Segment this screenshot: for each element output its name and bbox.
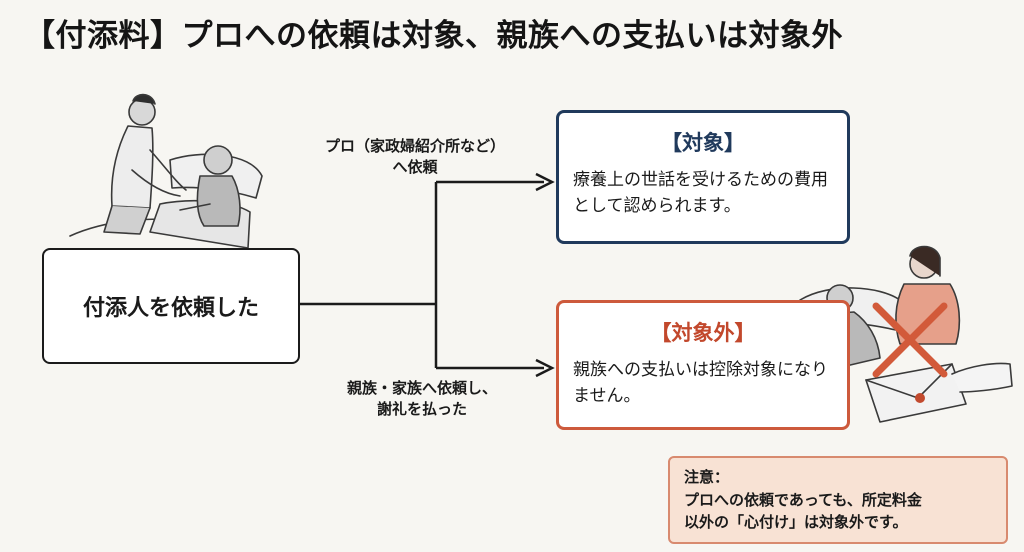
note-heading: 注意：: [684, 468, 730, 486]
branch-label-family-line1: 親族・家族へ依頼し、: [346, 379, 497, 397]
branch-label-professional-line1: プロ（家政婦紹介所など）: [324, 137, 505, 155]
note-box: 注意： プロへの依頼であっても、所定料金 以外の「心付け」は対象外です。: [668, 456, 1008, 544]
target-box: 【対象】 療養上の世話を受けるための費用として認められます。: [556, 110, 850, 244]
arrow-to-target-icon: [535, 172, 555, 192]
caregiver-illustration-icon: [69, 93, 263, 249]
branch-label-family: 親族・家族へ依頼し、 謝礼を払った: [322, 378, 522, 420]
flow-connectors: [300, 180, 544, 370]
branch-label-family-line2: 謝礼を払った: [376, 400, 467, 418]
arrow-to-excluded-icon: [535, 358, 555, 378]
target-body: 療養上の世話を受けるための費用として認められます。: [573, 170, 828, 217]
target-heading: 【対象】: [661, 131, 745, 155]
page-title: 【付添料】プロへの依頼は対象、親族への支払いは対象外: [24, 18, 843, 54]
source-box: 付添人を依頼した: [42, 248, 300, 364]
excluded-heading: 【対象外】: [650, 321, 756, 345]
note-body: プロへの依頼であっても、所定料金 以外の「心付け」は対象外です。: [684, 490, 922, 532]
source-label: 付添人を依頼した: [82, 296, 259, 321]
branch-label-professional-line2: へ依頼: [392, 158, 438, 176]
excluded-box: 【対象外】 親族への支払いは控除対象になりません。: [556, 300, 850, 430]
branch-label-professional: プロ（家政婦紹介所など） へ依頼: [300, 136, 530, 178]
excluded-body: 親族への支払いは控除対象になりません。: [573, 360, 828, 407]
cross-mark-icon: [872, 302, 948, 378]
